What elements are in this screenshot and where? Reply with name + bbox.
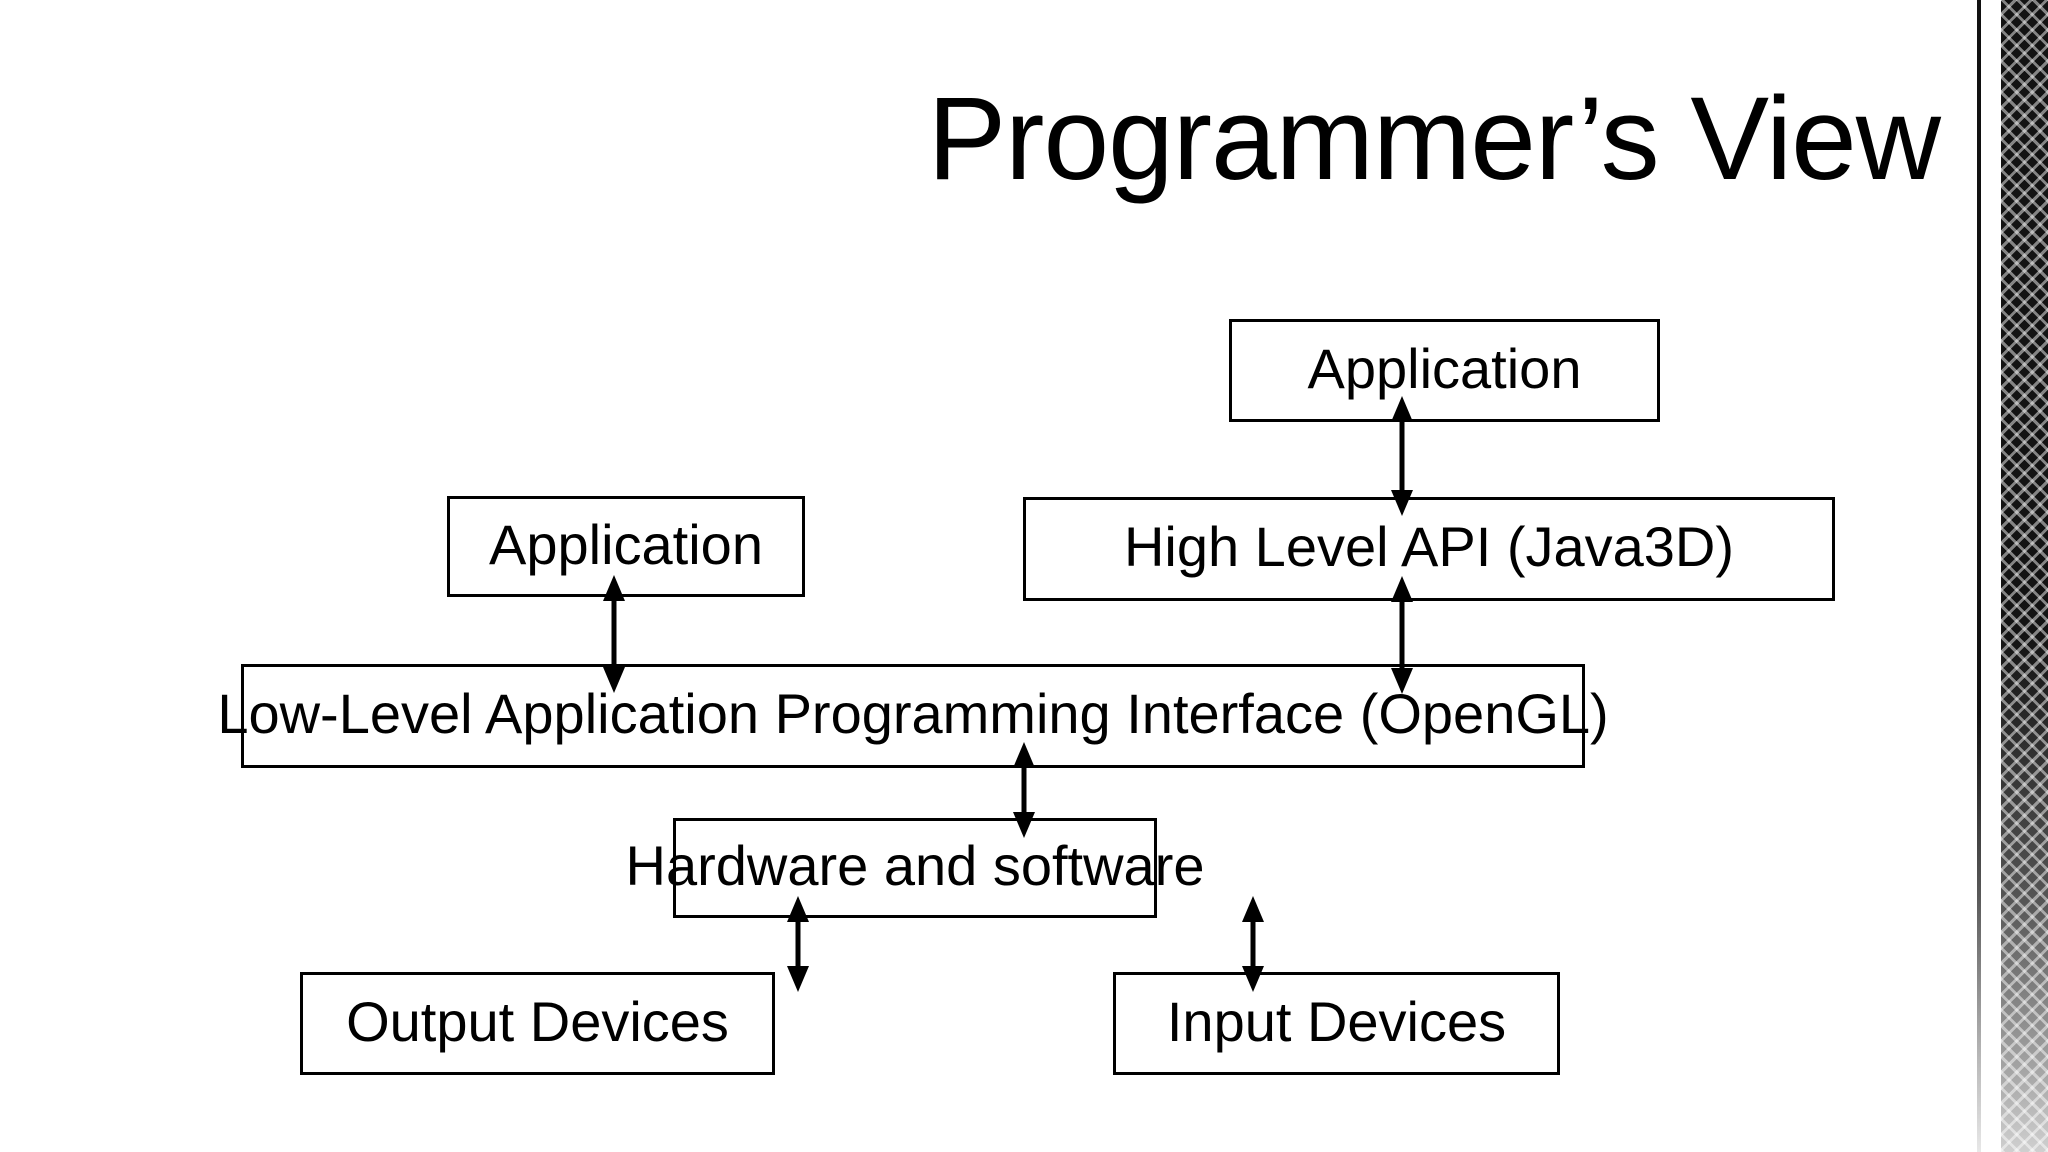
connector-opengl-to-hardware [1013,742,1035,838]
diagram-node-label: Application [1307,336,1582,400]
diagram-node-label: Low-Level Application Programming Interf… [217,682,1609,745]
diagram-node-label: Hardware and software [625,834,1205,897]
page-title: Programmer’s View [927,73,1941,205]
connector-application-to-opengl [603,575,625,693]
diagram-node-low-level-api-opengl[interactable]: Low-Level Application Programming Interf… [217,664,1609,768]
diagram-node-label: Application [489,512,763,576]
diagram-node-input-devices[interactable]: Input Devices [1113,972,1560,1075]
connector-high-level-api-to-opengl [1391,576,1413,694]
diagram-node-label: High Level API (Java3D) [1123,515,1735,578]
diagram-node-label: Output Devices [346,989,729,1053]
connector-application-to-high-level-api [1391,396,1413,516]
right-border-rule [1977,0,1981,1152]
diagram-node-label: Input Devices [1166,989,1507,1053]
diagram-node-hardware-and-software[interactable]: Hardware and software [626,818,1204,918]
diagram-node-high-level-api[interactable]: High Level API (Java3D) [1023,497,1835,601]
diagram-node-output-devices[interactable]: Output Devices [300,972,775,1075]
connector-hardware-to-input-devices [1242,896,1264,992]
diagram-node-application-left[interactable]: Application [447,496,805,597]
connector-hardware-to-output-devices [787,896,809,992]
right-border-texture-band [2001,0,2048,1152]
diagram-node-application-top[interactable]: Application [1229,319,1660,422]
